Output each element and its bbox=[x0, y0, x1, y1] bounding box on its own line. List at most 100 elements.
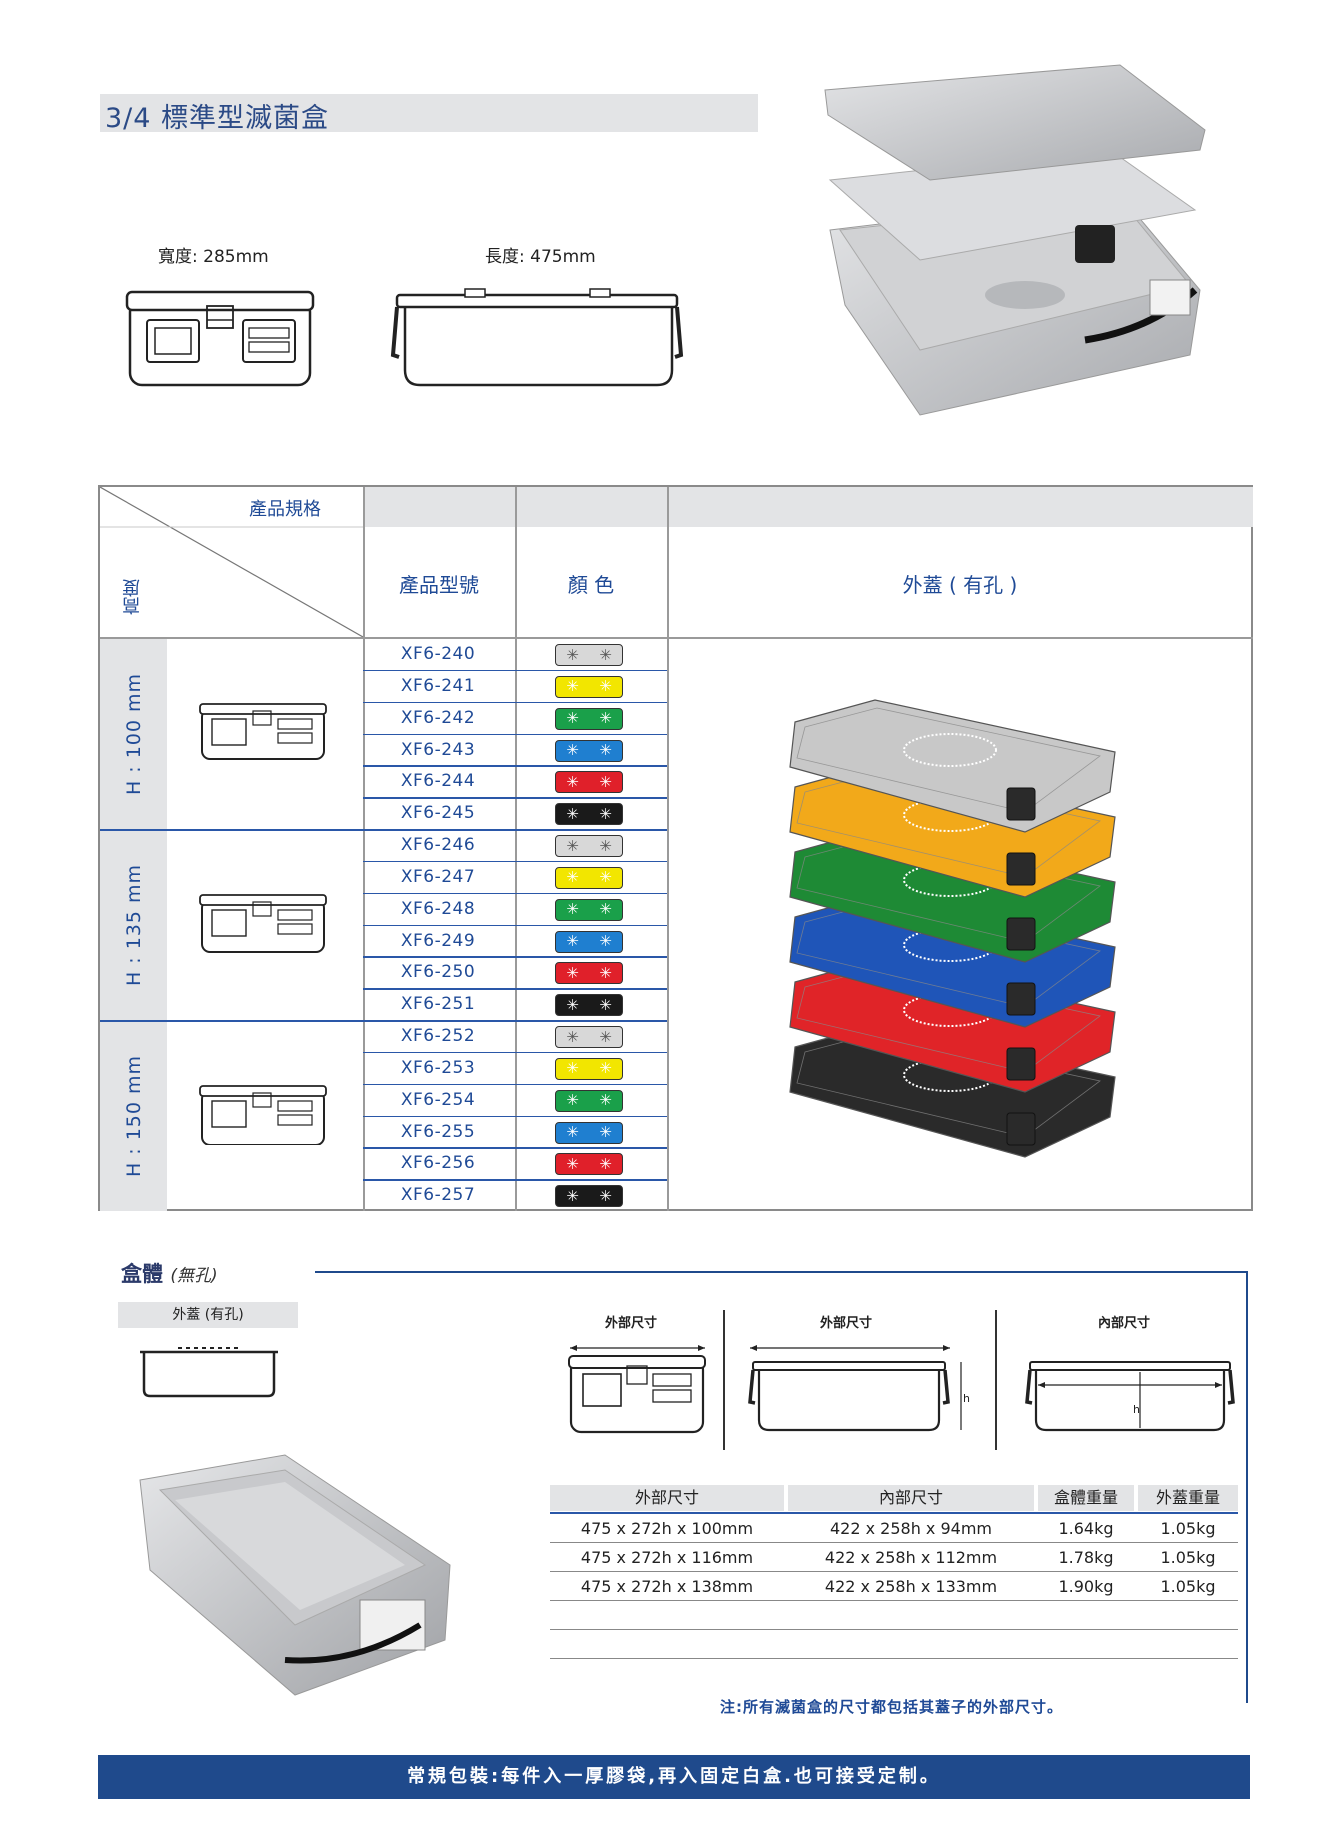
body-title: 盒體 bbox=[121, 1262, 163, 1286]
star-icon: ✳ bbox=[566, 868, 579, 887]
star-icon: ✳ bbox=[566, 1186, 579, 1205]
col-divider bbox=[667, 487, 669, 1211]
model-number: XF6-256 bbox=[400, 1153, 476, 1174]
lid-layer bbox=[789, 894, 1116, 1028]
height-mark: h bbox=[963, 1392, 970, 1405]
star-icon: ✳ bbox=[599, 1186, 612, 1205]
star-icon: ✳ bbox=[599, 709, 612, 728]
box-front-drawing bbox=[125, 290, 315, 387]
star-icon: ✳ bbox=[566, 900, 579, 919]
star-icon: ✳ bbox=[599, 932, 612, 950]
spec-cell: 422 x 258h x 112mm bbox=[824, 1548, 998, 1567]
model-number: XF6-251 bbox=[400, 994, 476, 1015]
model-number: XF6-242 bbox=[400, 707, 476, 728]
product-photo-assembled bbox=[824, 64, 1206, 416]
star-icon: ✳ bbox=[566, 1059, 579, 1078]
spec-row-line bbox=[550, 1542, 1238, 1543]
height-column-bg bbox=[100, 637, 167, 1211]
lid-stack-photo bbox=[789, 699, 1116, 1158]
star-icon: ✳ bbox=[599, 868, 612, 887]
color-header: 顏 色 bbox=[567, 573, 615, 597]
model-number: XF6-250 bbox=[400, 962, 476, 983]
model-number: XF6-255 bbox=[400, 1121, 476, 1142]
star-icon: ✳ bbox=[566, 932, 579, 950]
spec-header-outer: 外部尺寸 bbox=[550, 1485, 784, 1511]
color-swatch: ✳✳ bbox=[555, 994, 623, 1017]
col-divider bbox=[515, 487, 517, 1211]
footnote: 注:所有滅菌盒的尺寸都包括其蓋子的外部尺寸。 bbox=[720, 1698, 1064, 1716]
spec-row-line bbox=[550, 1658, 1238, 1659]
row-divider bbox=[363, 1083, 667, 1086]
row-divider bbox=[363, 797, 667, 799]
height-group-label: H : 135 mm bbox=[123, 863, 145, 986]
diagram-label-1: 外部尺寸 bbox=[605, 1316, 658, 1331]
row-divider bbox=[363, 1179, 667, 1181]
spec-cell: 422 x 258h x 94mm bbox=[829, 1519, 993, 1538]
star-icon: ✳ bbox=[599, 772, 612, 791]
star-icon: ✳ bbox=[566, 1027, 579, 1046]
star-icon: ✳ bbox=[599, 995, 612, 1014]
color-swatch: ✳✳ bbox=[555, 1026, 623, 1048]
row-divider bbox=[363, 701, 667, 704]
model-header: 產品型號 bbox=[399, 573, 479, 597]
spec-row-line bbox=[550, 1571, 1238, 1572]
title-bar bbox=[100, 94, 758, 132]
width-label: 寬度: 285mm bbox=[158, 247, 269, 267]
color-swatch: ✳✳ bbox=[555, 866, 623, 889]
color-swatch: ✳✳ bbox=[555, 898, 623, 921]
spec-cell: 1.05kg bbox=[1160, 1577, 1216, 1596]
diagram-label-2: 外部尺寸 bbox=[820, 1316, 873, 1331]
height-mark: h bbox=[1133, 1403, 1140, 1416]
model-number: XF6-240 bbox=[400, 644, 476, 664]
model-number: XF6-245 bbox=[400, 803, 476, 824]
front-dimension-drawing bbox=[568, 1345, 706, 1434]
star-icon: ✳ bbox=[566, 1091, 579, 1110]
color-swatch: ✳✳ bbox=[555, 803, 623, 826]
model-number: XF6-257 bbox=[400, 1185, 476, 1206]
footer-bar bbox=[98, 1755, 1250, 1799]
side-inner-dimension-drawing: h bbox=[1025, 1361, 1235, 1432]
row-divider bbox=[363, 765, 667, 767]
model-number: XF6-254 bbox=[400, 1089, 476, 1110]
row-divider bbox=[363, 1115, 667, 1117]
star-icon: ✳ bbox=[566, 772, 579, 791]
model-number: XF6-248 bbox=[400, 898, 476, 919]
section-rule-vertical bbox=[1246, 1271, 1248, 1703]
lid-header: 外蓋 ( 有孔 ) bbox=[902, 573, 1018, 597]
row-divider bbox=[363, 1147, 667, 1149]
color-swatch: ✳✳ bbox=[555, 1185, 623, 1208]
diagram-divider bbox=[995, 1310, 997, 1450]
body-section-title: 盒體 (無孔) bbox=[121, 1258, 218, 1288]
color-swatch: ✳✳ bbox=[555, 1089, 623, 1112]
header-gray-model bbox=[363, 487, 515, 527]
color-swatch: ✳✳ bbox=[555, 1121, 623, 1144]
row-divider bbox=[363, 733, 667, 735]
model-number: XF6-246 bbox=[400, 835, 476, 855]
col-divider bbox=[363, 487, 365, 1211]
color-swatch: ✳✳ bbox=[555, 835, 623, 857]
star-icon: ✳ bbox=[599, 836, 612, 855]
star-icon: ✳ bbox=[566, 804, 579, 823]
color-swatch: ✳✳ bbox=[555, 930, 623, 953]
row-divider bbox=[363, 956, 667, 958]
header-divider bbox=[100, 637, 1253, 639]
spec-header-body-weight: 盒體重量 bbox=[1038, 1485, 1134, 1511]
lid-layer bbox=[789, 699, 1116, 833]
model-number: XF6-244 bbox=[400, 771, 476, 792]
section-rule bbox=[315, 1271, 1248, 1273]
spec-row-line bbox=[550, 1600, 1238, 1601]
star-icon: ✳ bbox=[599, 1059, 612, 1078]
spec-header-rule bbox=[550, 1512, 1238, 1514]
color-swatch: ✳✳ bbox=[555, 962, 623, 985]
spec-cell: 1.05kg bbox=[1160, 1519, 1216, 1538]
lid-tag: 外蓋 (有孔) bbox=[118, 1302, 298, 1328]
color-swatch: ✳✳ bbox=[555, 739, 623, 762]
star-icon: ✳ bbox=[599, 741, 612, 759]
star-icon: ✳ bbox=[566, 1123, 579, 1141]
model-number: XF6-243 bbox=[400, 739, 476, 760]
spec-cell: 1.90kg bbox=[1058, 1577, 1114, 1596]
row-divider bbox=[363, 988, 667, 990]
color-swatch: ✳✳ bbox=[555, 707, 623, 730]
color-swatch: ✳✳ bbox=[555, 644, 623, 666]
spec-header-inner: 內部尺寸 bbox=[788, 1485, 1034, 1511]
